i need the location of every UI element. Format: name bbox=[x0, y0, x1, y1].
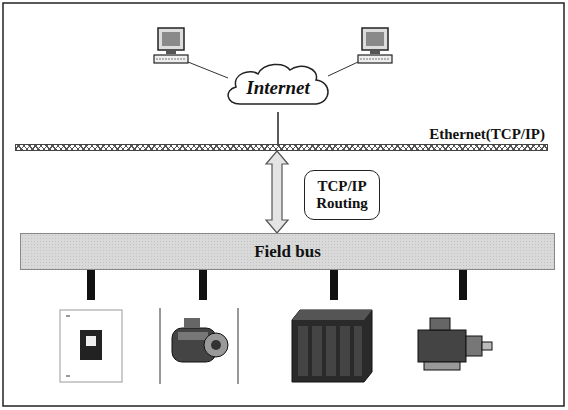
frame bbox=[3, 3, 564, 406]
servo-device bbox=[418, 318, 492, 370]
fieldbus-band: Field bus bbox=[20, 233, 555, 270]
plc-device bbox=[292, 310, 372, 382]
bus-drop bbox=[87, 270, 467, 300]
node-label: Internet bbox=[246, 77, 309, 99]
motor-device bbox=[160, 308, 238, 384]
node-label: TCP/IP Routing bbox=[310, 178, 374, 213]
link-line bbox=[188, 62, 228, 78]
ethernet-band: Ethernet(TCP/IP) bbox=[15, 144, 548, 151]
switch-device bbox=[60, 310, 122, 382]
cloud-node: Internet bbox=[222, 60, 334, 112]
link-line bbox=[328, 62, 358, 76]
routing-box: TCP/IP Routing bbox=[304, 170, 380, 220]
computer-icon bbox=[358, 28, 392, 63]
computer-icon bbox=[154, 28, 188, 63]
double-arrow bbox=[266, 151, 288, 233]
node-label: Ethernet(TCP/IP) bbox=[427, 126, 547, 143]
link-line bbox=[277, 112, 279, 144]
node-label: Field bus bbox=[254, 242, 321, 262]
